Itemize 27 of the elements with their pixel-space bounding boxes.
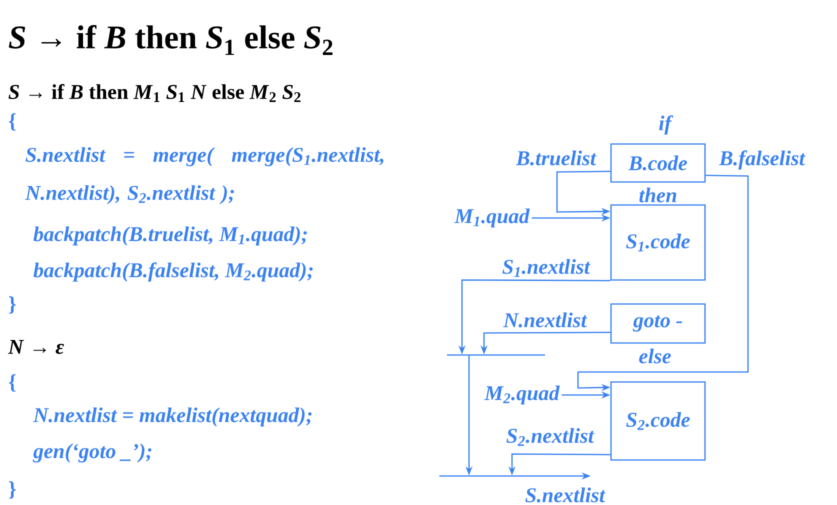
brace: { — [8, 374, 16, 392]
attribute-label: M$_{2}$.quad — [484, 385, 560, 405]
edge-label: S$_{2}$.nextlist — [505, 427, 595, 447]
keyword-label: else — [639, 348, 671, 364]
brace: } — [9, 296, 16, 314]
code-line: gen(‘goto _’); — [32, 443, 152, 462]
edge-label: S$_{1}$.nextlist — [501, 258, 591, 278]
edge-label: N.nextlist — [502, 312, 588, 328]
code-box: goto - — [610, 303, 706, 344]
edge-label: B.falselist — [718, 149, 806, 171]
code-box: S$_{1}$.code — [610, 204, 706, 281]
attribute-label: M$_{1}$.quad — [454, 208, 530, 228]
code-box: S$_{2}$.code — [610, 381, 706, 461]
brace: { — [8, 113, 16, 131]
code-line: backpatch(B.falselist, M$_{2}$.quad); — [34, 262, 313, 282]
code-line: backpatch(B.truelist, M$_{1}$.quad); — [34, 226, 307, 246]
brace: } — [9, 481, 16, 499]
title: S → if B then S$_{1}$ else S$_{2}$ — [8, 25, 332, 55]
code-line: N.nextlist = makelist(nextquad); — [33, 407, 312, 426]
production-rule: N → ε — [8, 340, 64, 354]
keyword-label: S.nextlist — [525, 488, 606, 502]
edge-label: B.truelist — [515, 150, 597, 166]
keyword-label: then — [639, 188, 676, 202]
production-rule: S → if B then M$_{1}$ S$_{1}$ N else M$_{2}$ S$_{2}$ — [8, 84, 300, 102]
code-line: S.nextlist = merge( merge(S$_{1}$.nextlist, N.nextlist), S$_{2}$.nextlist ); — [25, 147, 384, 204]
code-box: B.code — [610, 143, 706, 183]
keyword-label: if — [659, 115, 674, 135]
